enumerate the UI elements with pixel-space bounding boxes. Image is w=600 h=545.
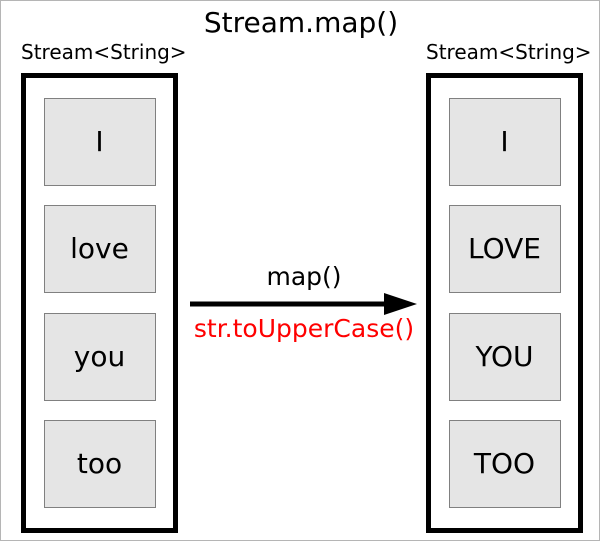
stream-cell: TOO bbox=[448, 420, 561, 509]
left-stream-label: Stream<String> bbox=[21, 40, 187, 64]
stream-cell: YOU bbox=[448, 312, 561, 401]
stream-cell: too bbox=[43, 420, 156, 509]
right-stream-label: Stream<String> bbox=[426, 40, 592, 64]
map-arrow-icon bbox=[190, 293, 417, 315]
stream-cell: love bbox=[43, 205, 156, 294]
right-stream-container: I LOVE YOU TOO bbox=[426, 73, 583, 533]
stream-cell: I bbox=[448, 97, 561, 186]
left-stream-container: I love you too bbox=[21, 73, 178, 533]
diagram-title: Stream.map() bbox=[203, 6, 399, 39]
stream-cell: LOVE bbox=[448, 205, 561, 294]
stream-cell: you bbox=[43, 312, 156, 401]
stream-cell: I bbox=[43, 97, 156, 186]
map-method-label: map() bbox=[266, 262, 342, 291]
lambda-expression-label: str.toUpperCase() bbox=[193, 314, 415, 343]
